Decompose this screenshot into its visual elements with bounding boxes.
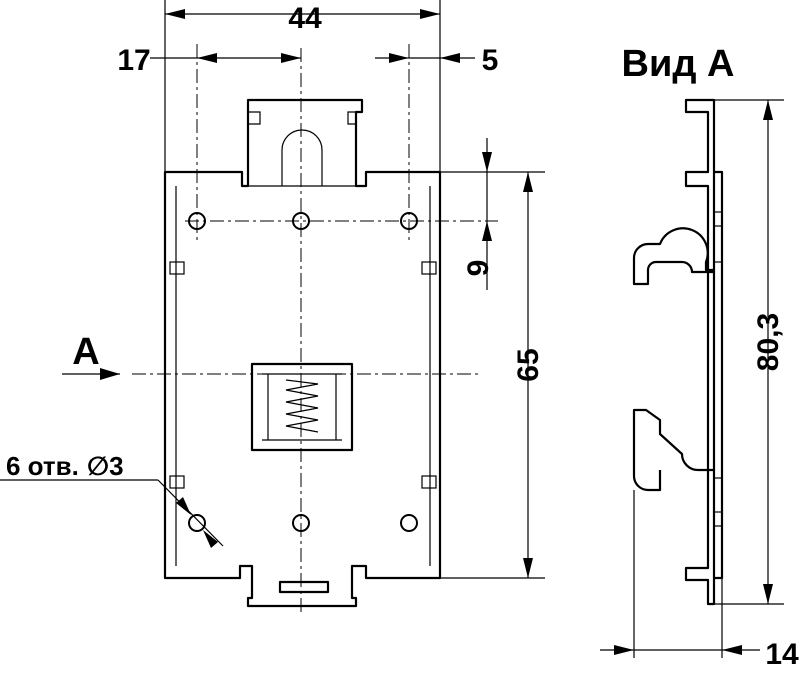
front-body-outline (163, 98, 442, 608)
view-arrow-label: A (72, 331, 99, 373)
side-lower-hook (632, 408, 714, 492)
dim-label-9: 9 (462, 260, 495, 277)
arrow-14-left (614, 645, 634, 655)
top-clip-notch-right (347, 111, 362, 125)
arrow-44-left (165, 9, 185, 19)
side-view-title: Вид А (622, 43, 735, 85)
holes-note: 6 отв. ∅3 (6, 451, 124, 481)
arrow-5-left (389, 53, 409, 63)
dim-label-65: 65 (512, 348, 545, 381)
dim-label-5: 5 (482, 44, 499, 77)
arrow-80-top (763, 100, 773, 120)
arrow-17-left (197, 53, 217, 63)
side-view: Вид А 80,3 14 (600, 43, 799, 671)
holes-note-prefix: 6 отв. (6, 451, 79, 481)
spring-coil (285, 379, 319, 433)
dim-label-80-3: 80,3 (752, 313, 785, 371)
side-slot-left-lower (169, 475, 185, 489)
arrow-14-right (722, 645, 742, 655)
holes-note-leader (157, 479, 224, 547)
hole-bottom-right (400, 514, 418, 532)
side-upper-hook (632, 227, 714, 286)
side-slot-right-upper (421, 261, 437, 275)
holes-note-diameter-symbol: ∅ (87, 451, 109, 481)
side-slot-right-lower (421, 475, 437, 489)
top-clip-notch-left (248, 111, 261, 125)
front-dimensions: 44 17 5 9 65 A 6 отв. ∅3 (0, 0, 545, 579)
arrow-9-bottom (482, 221, 492, 241)
dim-label-44: 44 (288, 2, 322, 35)
arrow-17-right (281, 53, 301, 63)
holes-note-arrow-upper (176, 497, 191, 515)
spring-latch (250, 362, 354, 452)
arrow-9-top (482, 152, 492, 172)
arrow-5-right (440, 53, 460, 63)
side-front-plate (714, 170, 724, 580)
dim-label-14: 14 (765, 638, 799, 671)
bottom-latch-slot (278, 580, 330, 594)
side-back-plate (684, 98, 716, 606)
view-arrow-head (100, 368, 120, 380)
side-slot-left-upper (169, 261, 185, 275)
dim-label-17: 17 (117, 44, 150, 77)
holes-note-value: 3 (109, 451, 123, 481)
arrow-44-right (420, 9, 440, 19)
arrow-65-top (523, 172, 533, 192)
arrow-80-bottom (763, 584, 773, 604)
latch-inner (262, 373, 342, 441)
latch-frame (250, 362, 354, 452)
front-view (132, 44, 498, 612)
arrow-65-bottom (523, 558, 533, 578)
holes-note-arrow-lower (203, 530, 218, 548)
hole-bottom-left (188, 514, 206, 532)
top-clip-slot (281, 129, 323, 186)
